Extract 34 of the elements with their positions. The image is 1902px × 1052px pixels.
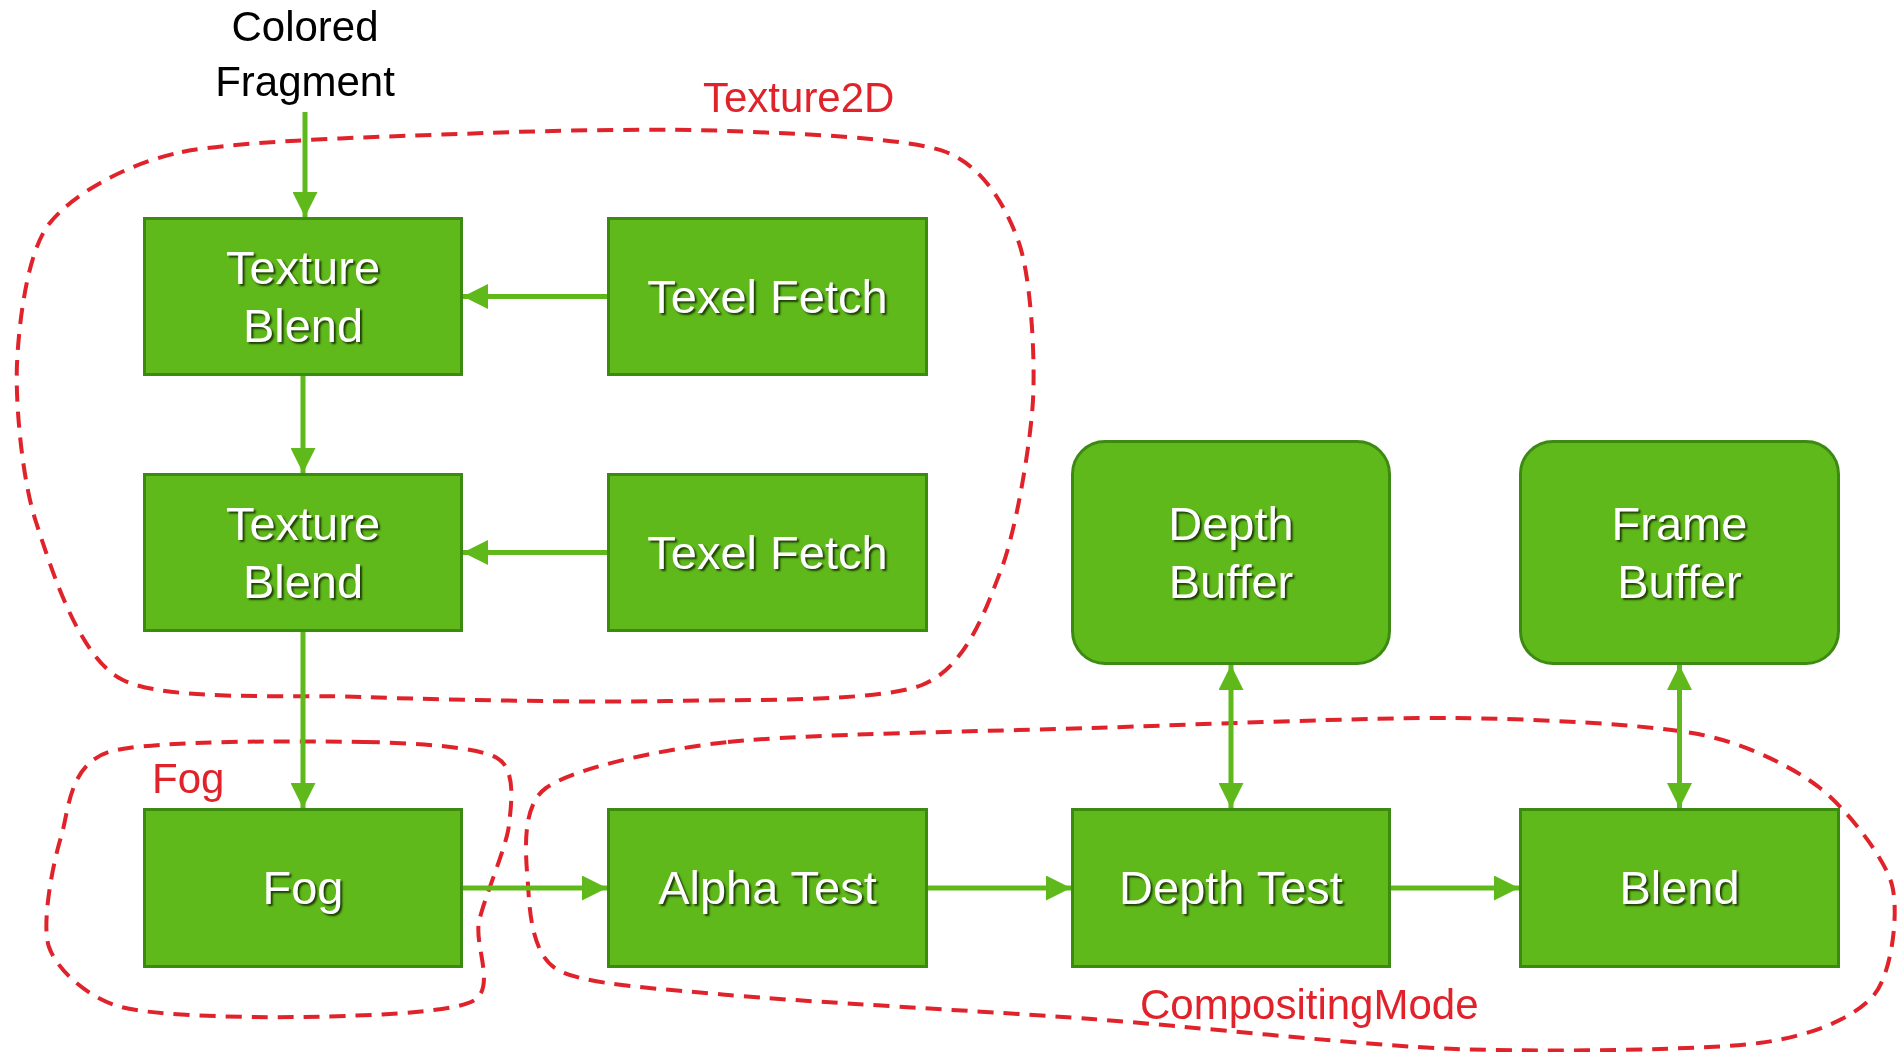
arrow	[463, 284, 607, 309]
box-label: Texel Fetch	[647, 268, 888, 325]
process-box	[143, 808, 463, 968]
arrow	[290, 376, 316, 473]
arrow	[463, 540, 607, 565]
box-label: Fog	[262, 860, 344, 917]
box-label: Texture Blend	[224, 496, 382, 610]
storage-box	[1071, 440, 1391, 665]
region-label: Texture2D	[703, 74, 895, 122]
arrow	[292, 112, 318, 217]
process-box	[1071, 808, 1391, 968]
process-box	[607, 808, 928, 968]
box-label: Texture Blend	[224, 240, 382, 354]
input-label: Colored Fragment	[214, 2, 396, 107]
storage-box	[1519, 440, 1840, 665]
box-label: Frame Buffer	[1610, 496, 1749, 610]
box-label: Depth Buffer	[1167, 496, 1295, 610]
arrow	[1667, 665, 1692, 808]
box-label: Depth Test	[1119, 860, 1343, 917]
region-label: CompositingMode	[1140, 981, 1479, 1029]
arrow	[928, 875, 1071, 901]
process-box	[143, 473, 463, 632]
arrow	[290, 632, 316, 808]
process-box	[143, 217, 463, 376]
arrow	[463, 875, 607, 901]
box-label: Blend	[1619, 860, 1740, 917]
arrow	[1391, 875, 1519, 901]
box-label: Texel Fetch	[647, 524, 888, 581]
arrow	[1218, 665, 1244, 808]
process-box	[607, 217, 928, 376]
process-box	[1519, 808, 1840, 968]
process-box	[607, 473, 928, 632]
box-label: Alpha Test	[658, 860, 877, 917]
region-label: Fog	[152, 755, 225, 803]
